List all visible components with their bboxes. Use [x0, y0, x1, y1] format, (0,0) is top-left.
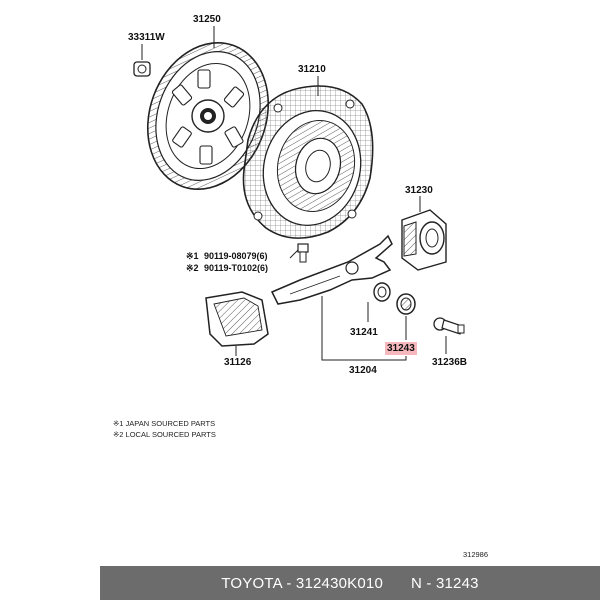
label-90119-t0102: 90119-T0102(6) — [204, 263, 269, 273]
label-33311w: 33311W — [128, 32, 165, 43]
part-info-bar: TOYOTA - 312430K010 N - 31243 — [100, 566, 600, 600]
label-31250: 31250 — [193, 14, 221, 25]
note-japan-sourced: ※1 JAPAN SOURCED PARTS — [113, 419, 216, 428]
label-31243-highlighted: 31243 — [385, 342, 417, 355]
label-31241: 31241 — [350, 327, 378, 338]
label-31126: 31126 — [224, 357, 252, 368]
part-31236b-pivot — [433, 317, 465, 335]
part-release-fork — [270, 234, 393, 305]
label-90119-08079: 90119-08079(6) — [204, 251, 268, 261]
label-mark-1: ※1 — [186, 251, 199, 261]
part-31243-seat — [396, 293, 416, 315]
n-code: N - 31243 — [411, 574, 479, 592]
label-31230: 31230 — [405, 185, 433, 196]
label-mark-2: ※2 — [186, 263, 199, 273]
bracket-31204 — [321, 296, 407, 361]
part-31250-clutch-disc — [146, 41, 270, 191]
part-31126-boot — [205, 291, 269, 347]
leader-90119 — [289, 249, 299, 259]
part-90119-bolt — [297, 243, 309, 263]
diagram-number: 312986 — [463, 550, 489, 559]
part-31230-release-bearing — [401, 209, 447, 271]
part-31210-pressure-plate — [242, 85, 374, 239]
label-31204: 31204 — [349, 365, 377, 376]
brand-part-number: TOYOTA - 312430K010 — [221, 574, 383, 592]
note-local-sourced: ※2 LOCAL SOURCED PARTS — [113, 430, 216, 439]
part-31241-ring — [373, 282, 391, 302]
label-31210: 31210 — [298, 64, 326, 75]
label-31236b: 31236B — [432, 357, 468, 368]
part-33311w-nut — [133, 61, 151, 77]
